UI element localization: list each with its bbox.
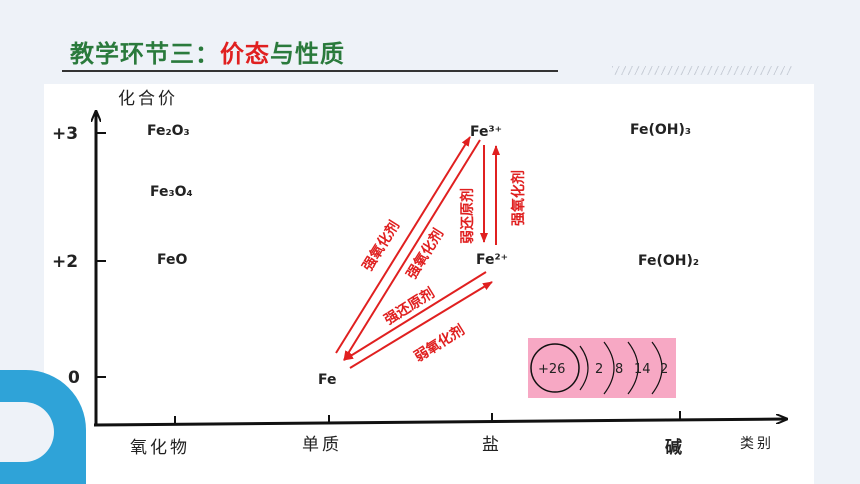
y-tick-label: +3 <box>52 124 78 144</box>
label-strong-oxidant: 强氧化剂 <box>359 218 403 274</box>
nucleus-circle <box>530 343 580 393</box>
title-underline <box>62 70 558 72</box>
nucleus-charge: +26 <box>538 362 565 377</box>
x-axis-label: 类别 <box>740 436 774 452</box>
arrow-fe3-to-fe <box>343 139 481 361</box>
x-category-label: 碱 <box>665 437 685 458</box>
shell-electrons: 2 <box>660 362 668 377</box>
compound-fe2-ion: Fe²⁺ <box>476 252 508 268</box>
title-highlight: 价态 <box>220 40 270 68</box>
x-category-label: 盐 <box>482 435 502 455</box>
shell-electrons: 8 <box>615 362 623 377</box>
electron-shell-arc <box>603 341 615 395</box>
compound-feo: FeO <box>157 252 187 268</box>
title-prefix: 教学环节三： <box>70 40 220 68</box>
y-tick-label: 0 <box>68 368 80 388</box>
x-axis <box>93 419 786 427</box>
compound-feoh3: Fe(OH)₃ <box>630 122 691 138</box>
atom-background <box>528 338 676 398</box>
compound-fe3-ion: Fe³⁺ <box>470 124 502 140</box>
compound-fe2o3: Fe₂O₃ <box>147 123 190 139</box>
y-tick-label: +2 <box>52 252 78 272</box>
electron-shell-arc <box>579 345 589 391</box>
slide-title: 教学环节三：价态与性质 <box>70 34 345 69</box>
label-strong-oxidant: 强氧化剂 <box>510 170 527 226</box>
electron-shell-arc <box>651 341 663 395</box>
atom-structure: +26 2 8 14 2 <box>528 338 676 398</box>
y-axis-label: 化合价 <box>118 89 178 109</box>
decorative-shape-inner <box>0 402 54 462</box>
compound-feoh2: Fe(OH)₂ <box>638 253 699 269</box>
shell-electrons: 2 <box>595 362 603 377</box>
content-panel <box>44 84 814 484</box>
x-category-label: 单质 <box>302 435 342 455</box>
compound-fe3o4: Fe₃O₄ <box>150 184 193 200</box>
label-weak-reductant: 弱还原剂 <box>459 188 476 244</box>
shell-electrons: 14 <box>634 362 651 377</box>
title-suffix: 与性质 <box>270 40 345 68</box>
arrow-fe-to-fe2 <box>349 281 493 369</box>
x-category-label: 氧化物 <box>130 438 190 458</box>
arrow-fe2-to-fe <box>343 271 487 361</box>
electron-shell-arc <box>627 341 639 395</box>
arrow-fe-to-fe3 <box>335 136 471 354</box>
hatch-decoration <box>612 66 792 75</box>
label-weak-oxidant: 弱氧化剂 <box>411 321 467 365</box>
compound-fe: Fe <box>318 372 337 388</box>
